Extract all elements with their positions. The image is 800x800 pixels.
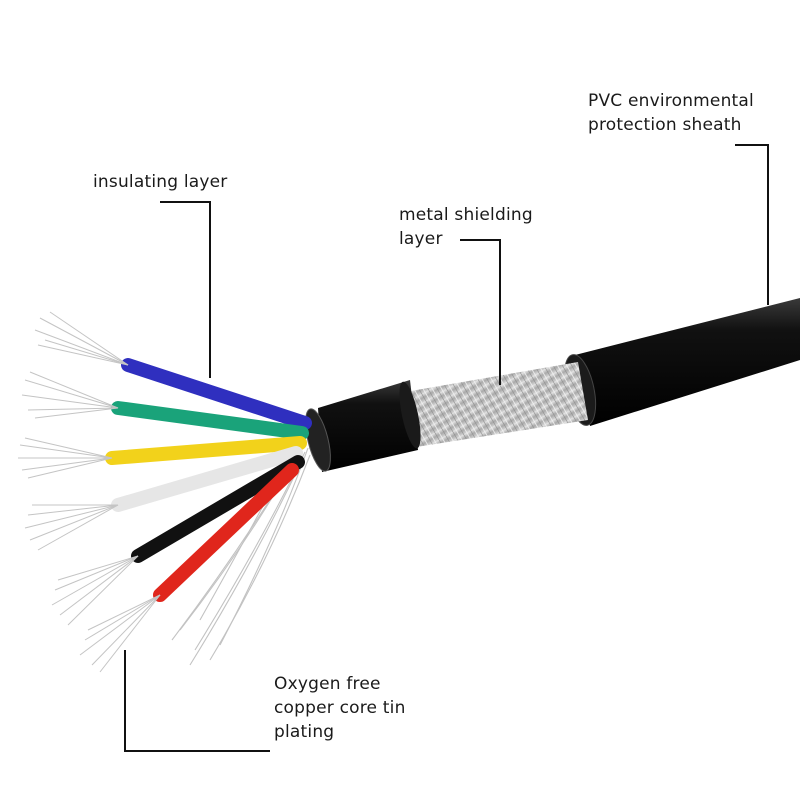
core-yellow [105,436,307,465]
leader-copper [124,650,270,752]
leader-sheath [735,144,769,305]
inner-sleeve [305,380,421,472]
label-insulating-layer: insulating layer [93,172,228,192]
metal-shield [405,362,588,448]
core-wires [105,358,312,602]
pvc-sheath [563,298,800,426]
core-red [153,463,299,602]
core-blue [121,358,312,430]
leader-insulating [160,201,211,378]
core-white [111,446,303,512]
core-black [131,455,305,563]
core-green [111,401,309,440]
copper-strand-ends [18,311,161,673]
label-pvc-sheath: PVC environmental protection sheath [588,91,754,135]
leader-shielding [460,239,501,385]
leader-lines [124,144,769,752]
label-metal-shielding: metal shielding layer [399,205,533,249]
label-copper-core: Oxygen free copper core tin plating [274,674,406,742]
